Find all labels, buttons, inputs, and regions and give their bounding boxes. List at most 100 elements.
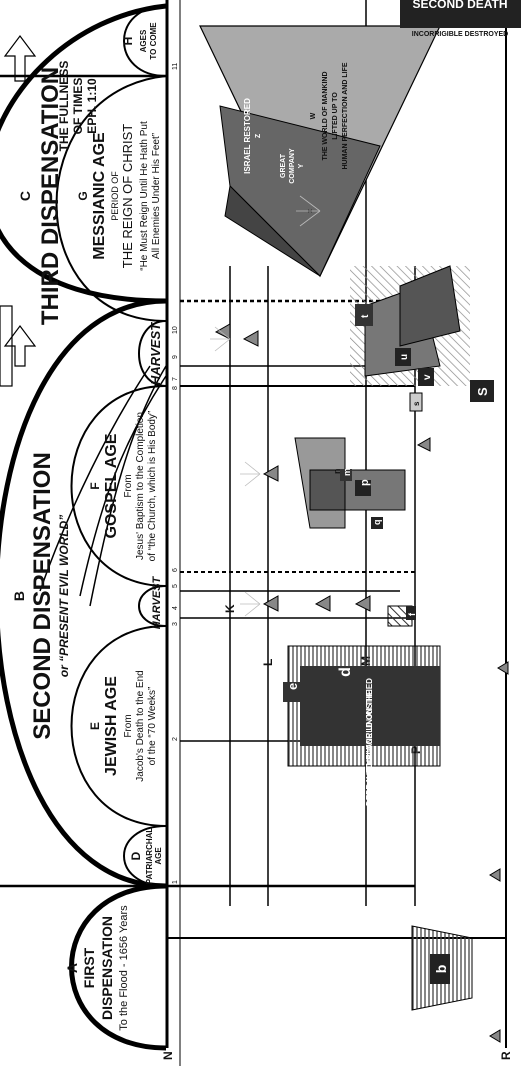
third-dispensation-letter: C [17,191,33,201]
messianic-title: MESSIANIC AGE [91,132,108,260]
block-d-label: d [337,667,354,677]
num-7: 7 [172,377,179,381]
pyramid-w: W [310,112,317,119]
pyramid-w2: LIFTED UP TO [332,92,339,140]
second-death-box: SECOND DEATH INCORRIGIBLE DESTROYED [400,0,521,38]
depraved-line1: THE WORLD ON THE [365,689,374,771]
jewish-age: E JEWISH AGE From Jacob's Death to the E… [88,670,158,781]
ages-to-come-letter: H [121,37,135,46]
second-dispensation-letter: B [11,591,27,601]
second-death-label: SECOND DEATH [412,0,507,11]
block-n-label: n [332,469,342,475]
block-b-label: b [433,965,449,974]
gospel-sub2: Jesus' Baptism to the Completion [135,412,146,560]
pointer-arrows [0,35,37,387]
block-e: e [283,682,301,702]
block-b: b [411,925,473,1011]
jewish-letter: E [88,722,102,730]
plane-r: R [499,1051,513,1060]
block-s-large-label: S [475,387,490,396]
patriarchal-title1: PATRIARCHAL [145,828,154,885]
jewish-sub1: From [123,714,134,737]
harvest-cluster: t u v S s [350,265,494,412]
dispensation-arches [0,3,167,1051]
jewish-sub2: Jacob's Death to the End [135,670,146,781]
block-u-label: u [399,354,410,360]
first-dispensation-title2: DISPENSATION [99,916,115,1020]
num-6: 6 [172,568,179,572]
gospel-pyramid: m p n q [294,437,406,529]
messianic-age: G MESSIANIC AGE PERIOD OF THE REIGN OF C… [76,121,162,271]
num-4: 4 [172,606,179,610]
num-9: 9 [172,355,179,359]
jewish-sub3: of the “70 Weeks” [147,687,158,766]
incorrigible-label: INCORRIGIBLE DESTROYED [412,31,508,38]
great-company-1: GREAT [280,153,287,178]
harvest-label-jewish: HARVEST [151,575,163,629]
num-3: 3 [172,622,179,626]
block-s-small-label: s [412,401,421,406]
block-d: d THE WORLD ON THE DEPRAVED PLANE UNJUST… [287,645,441,806]
pyramid-w1: THE WORLD OF MANKIND [322,71,329,160]
harvest-label-gospel: HARVEST [148,322,163,385]
gospel-sub3: of “the Church, which is His Body” [147,411,158,562]
num-5: 5 [172,584,179,588]
patriarchal-age: D PATRIARCHAL AGE [129,828,163,885]
num-8: 8 [172,386,179,390]
second-dispensation: B SECOND DISPENSATION or “PRESENT EVIL W… [11,452,71,740]
israel-restored-1: ISRAEL RESTORED [243,98,252,174]
gospel-title: GOSPEL AGE [103,433,120,538]
num-10: 10 [172,326,179,334]
israel-restored-2: Z [255,133,262,138]
messianic-quote2: All Enemies Under His Feet” [151,133,162,259]
third-dispensation: C THIRD DISPENSATION [17,67,64,325]
gospel-age: F GOSPEL AGE From Jesus' Baptism to the … [88,411,158,562]
fullness-of-times: THE FULLNESS OF TIMES EPH. 1:10 [57,61,99,152]
messianic-sub1: PERIOD OF [110,171,120,221]
third-dispensation-title: THIRD DISPENSATION [37,67,64,325]
block-f-label: f [407,612,417,616]
messianic-quote1: “He Must Reign Until He Hath Put [139,121,150,271]
plane-l: L [261,659,275,666]
num-1: 1 [172,880,179,884]
first-dispensation-letter: A [64,963,80,973]
block-t-label: t [360,314,371,318]
gospel-letter: F [88,482,102,489]
first-dispensation-title1: FIRST [81,947,97,988]
patriarchal-title2: AGE [154,847,163,865]
great-company-2: COMPANY [289,148,296,184]
second-dispensation-title: SECOND DISPENSATION [29,452,56,740]
messianic-pyramid: x GREAT COMPANY Y ISRAEL RESTORED Z W TH… [199,25,441,278]
pyramid-w3: HUMAN PERFECTION AND LIFE [342,62,349,169]
block-q-label: q [372,520,382,526]
glory-rays [210,195,321,617]
gospel-sub1: From [123,474,134,497]
block-p-label: p [359,479,371,486]
first-dispensation: A FIRST DISPENSATION To the Flood - 1656… [64,905,130,1031]
great-company-3: Y [298,163,305,168]
small-triangles [214,323,509,1043]
ages-to-come-line1: AGES [139,29,148,52]
block-e-label: e [285,683,300,690]
period-number-strip: 1 2 3 4 5 6 7 8 9 10 11 [172,0,181,1066]
jewish-title: JEWISH AGE [103,676,120,776]
num-2: 2 [172,737,179,741]
plane-n: N [161,1051,175,1060]
first-dispensation-sub: To the Flood - 1656 Years [118,905,130,1031]
second-dispensation-sub: or “PRESENT EVIL WORLD” [57,515,71,677]
fullness-line3: EPH. 1:10 [85,78,99,134]
ages-to-come-line2: TO COME [149,22,158,60]
num-11: 11 [172,63,179,70]
patriarchal-letter: D [129,851,143,860]
block-f: f [387,605,417,627]
messianic-letter: G [76,191,90,200]
depraved-line2: DEPRAVED PLANE UNJUSTIFIED [365,678,374,806]
messianic-sub2: THE REIGN OF CHRIST [120,124,135,269]
plane-k: K [223,604,237,613]
ages-to-come: H AGES TO COME [121,22,158,60]
fullness-line1: THE FULLNESS [57,61,71,152]
fullness-line2: OF TIMES [71,78,85,135]
